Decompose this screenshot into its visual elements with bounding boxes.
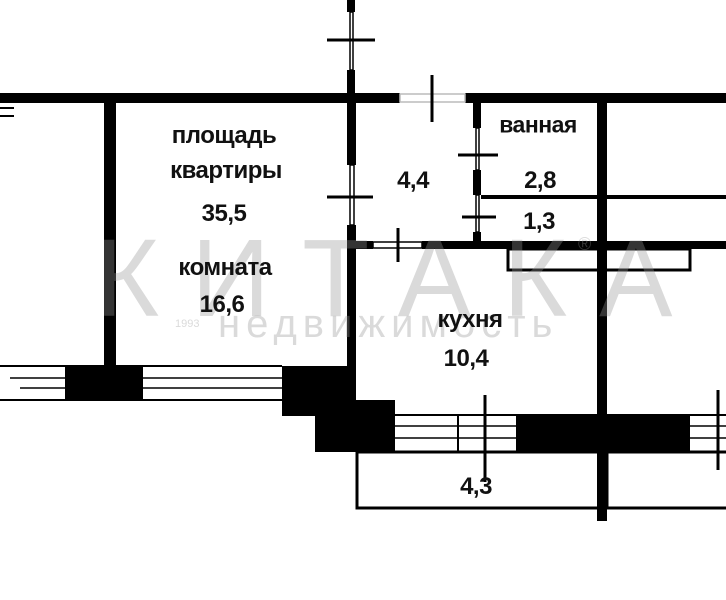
bath-divider xyxy=(481,195,726,199)
bath-left-wall xyxy=(473,170,481,195)
room-hall-wall xyxy=(347,103,356,165)
balcony xyxy=(355,450,602,510)
wall-block xyxy=(65,366,143,400)
upper-wall xyxy=(347,0,355,12)
kitchen-top-wall xyxy=(422,241,726,249)
total-area-label: площадь xyxy=(171,122,277,149)
toilet-area: 1,3 xyxy=(523,208,555,235)
hallway-area: 4,4 xyxy=(397,167,429,194)
bath-right-wall xyxy=(597,103,607,521)
kitchen-name: кухня xyxy=(437,306,504,333)
counter xyxy=(506,247,692,272)
wall-block xyxy=(315,400,395,452)
room-left-wall xyxy=(104,103,116,368)
bath-left-wall xyxy=(473,232,481,249)
wall-block xyxy=(516,415,690,452)
kitchen-top-wall xyxy=(356,241,373,249)
room-hall-wall xyxy=(347,225,356,415)
bathroom-area: 2,8 xyxy=(524,167,556,194)
total-area-value: 35,5 xyxy=(201,200,247,227)
bathroom-name: ванная xyxy=(499,111,577,138)
total-area-label: квартиры xyxy=(170,157,282,184)
room-area: 16,6 xyxy=(199,291,245,318)
upper-wall xyxy=(347,70,355,95)
top-wall xyxy=(0,93,400,103)
balcony-right xyxy=(605,450,726,510)
room-name: комната xyxy=(178,254,272,281)
bath-left-wall xyxy=(473,103,481,128)
top-wall xyxy=(465,93,726,103)
balcony-area: 4,3 xyxy=(460,473,492,500)
kitchen-area: 10,4 xyxy=(443,345,489,372)
